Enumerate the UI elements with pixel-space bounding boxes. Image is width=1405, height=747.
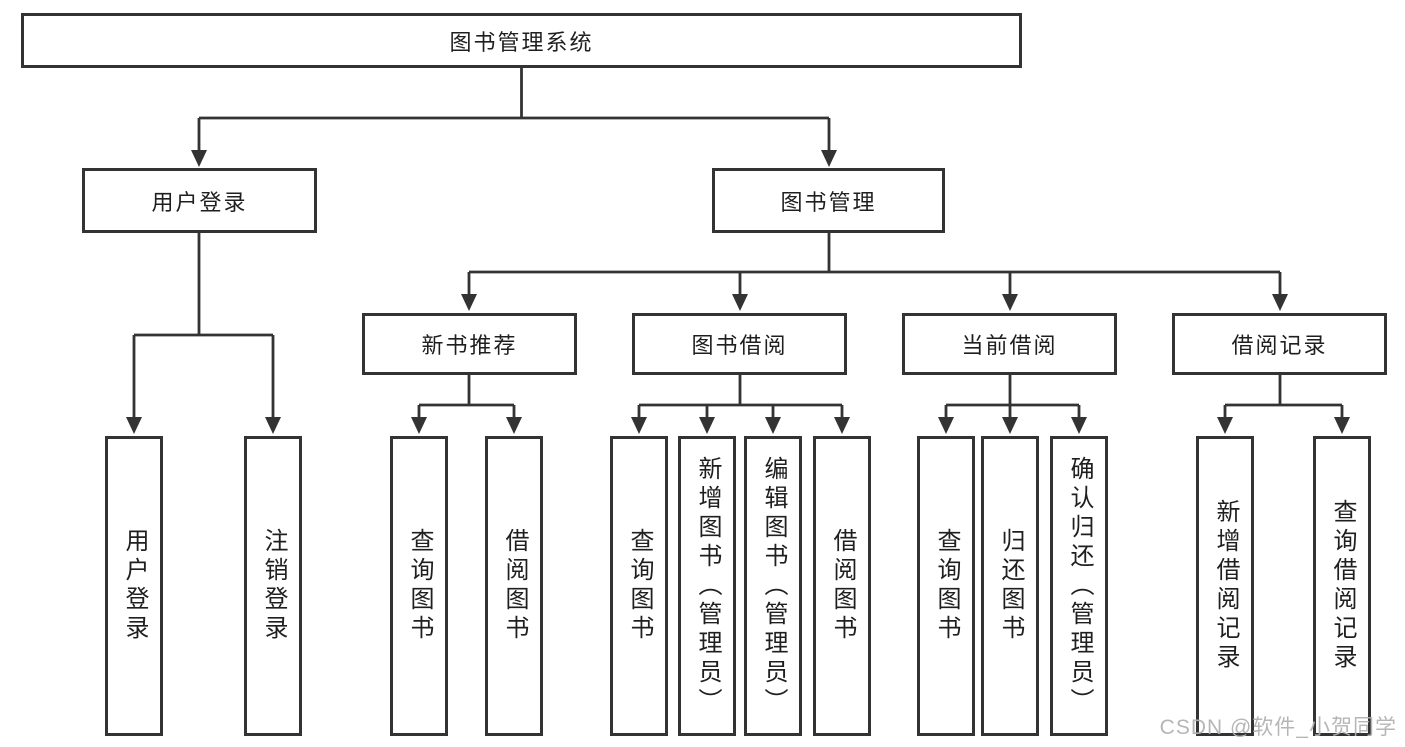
leaf-label: 用户登录 <box>121 528 148 644</box>
leaf-query-books-borrowing: 查询图书 <box>610 436 668 736</box>
node-book-borrowing: 图书借阅 <box>632 313 847 375</box>
node-label: 新书推荐 <box>421 333 518 358</box>
leaf-label: 确认归还（管理员） <box>1066 455 1093 717</box>
leaf-add-books-admin: 新增图书（管理员） <box>678 436 736 736</box>
leaf-query-books-recommend: 查询图书 <box>390 436 448 736</box>
leaf-query-books-current: 查询图书 <box>917 436 975 736</box>
node-label: 当前借阅 <box>961 333 1058 358</box>
leaf-user-login: 用户登录 <box>105 436 163 736</box>
leaf-label: 编辑图书（管理员） <box>760 455 787 717</box>
leaf-confirm-return-admin: 确认归还（管理员） <box>1050 436 1108 736</box>
node-label: 用户登录 <box>151 189 248 215</box>
leaf-label: 新增借阅记录 <box>1212 499 1239 673</box>
node-borrowing-records: 借阅记录 <box>1172 313 1387 375</box>
node-label: 图书管理 <box>780 189 877 215</box>
leaf-logout: 注销登录 <box>244 436 302 736</box>
node-label: 图书管理系统 <box>449 29 594 55</box>
leaf-add-borrow-record: 新增借阅记录 <box>1196 436 1254 736</box>
leaf-label: 注销登录 <box>260 528 287 644</box>
leaf-label: 归还图书 <box>997 528 1024 644</box>
leaf-return-books: 归还图书 <box>981 436 1039 736</box>
csdn-watermark: CSDN @软件_小贺同学 <box>1159 716 1397 739</box>
node-label: 借阅记录 <box>1231 333 1328 358</box>
node-user-login-branch: 用户登录 <box>82 168 317 233</box>
leaf-label: 借阅图书 <box>501 528 528 644</box>
node-label: 图书借阅 <box>691 333 788 358</box>
leaf-label: 查询图书 <box>626 528 653 644</box>
node-new-book-recommendation: 新书推荐 <box>362 313 577 375</box>
leaf-query-borrow-record: 查询借阅记录 <box>1313 436 1371 736</box>
leaf-label: 新增图书（管理员） <box>694 455 721 717</box>
leaf-label: 查询借阅记录 <box>1329 499 1356 673</box>
leaf-label: 查询图书 <box>406 528 433 644</box>
leaf-label: 查询图书 <box>933 528 960 644</box>
leaf-edit-books-admin: 编辑图书（管理员） <box>744 436 802 736</box>
node-current-borrowing: 当前借阅 <box>902 313 1117 375</box>
leaf-label: 借阅图书 <box>829 528 856 644</box>
leaf-borrow-books-recommend: 借阅图书 <box>485 436 543 736</box>
node-book-management-branch: 图书管理 <box>712 168 945 233</box>
node-library-management-system: 图书管理系统 <box>21 13 1022 68</box>
leaf-borrow-books-borrowing: 借阅图书 <box>813 436 871 736</box>
